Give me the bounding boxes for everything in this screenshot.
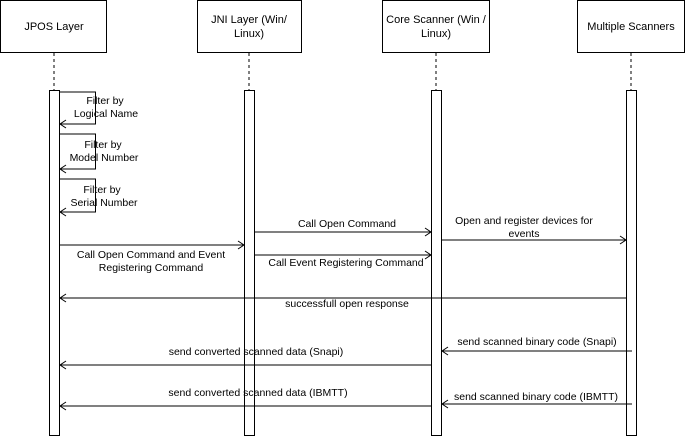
- self-message-label-line-2: Logical Name: [74, 108, 138, 120]
- activation-bar-core: [431, 90, 442, 436]
- arrowhead-icon: [237, 240, 245, 250]
- participant-box: [382, 0, 490, 53]
- message-label-line-1: Open and register devices for: [455, 215, 593, 227]
- message-label-line-1: send scanned binary code (IBMTT): [454, 391, 618, 403]
- message-successfull-open-response: successfull open response: [59, 293, 626, 310]
- arrowhead-icon: [441, 399, 449, 409]
- participant-jpos-layer: JPOS Layer: [0, 0, 107, 53]
- message-send-binary-snapi: send scanned binary code (Snapi): [441, 336, 632, 356]
- participant-multiple-scanners: Multiple Scanners: [577, 0, 685, 53]
- message-send-binary-ibmtt: send scanned binary code (IBMTT): [441, 391, 632, 409]
- self-message-label-line-2: Serial Number: [70, 197, 138, 209]
- participant-box: [577, 0, 685, 53]
- activation-bar-jpos: [49, 90, 60, 436]
- self-message-filter-logical-name: Filter by Logical Name: [59, 91, 138, 129]
- arrowhead-icon: [59, 119, 67, 129]
- arrowhead-icon: [59, 293, 67, 303]
- self-message-line: [59, 178, 96, 213]
- message-call-open-command: Call Open Command: [254, 218, 432, 237]
- self-message-line: [59, 133, 96, 170]
- participant-box: [0, 0, 107, 53]
- self-message-label-line-2: Model Number: [70, 152, 139, 164]
- arrowhead-icon: [619, 235, 627, 245]
- self-message-label-line-1: Filter by: [86, 95, 124, 107]
- message-label-line-1: Call Event Registering Command: [268, 257, 423, 269]
- message-label-line-1: send scanned binary code (Snapi): [457, 336, 616, 348]
- message-call-open-and-register: Call Open Command and Event Registering …: [59, 240, 245, 274]
- message-label-line-2: Registering Command: [99, 262, 204, 274]
- message-send-converted-ibmtt: send converted scanned data (IBMTT): [59, 387, 431, 411]
- participant-label-line-1: JPOS Layer: [24, 21, 84, 33]
- participant-box: [197, 0, 302, 53]
- participant-label-line-2: Linux): [421, 28, 451, 40]
- arrowhead-icon: [59, 207, 67, 217]
- arrowhead-icon: [59, 164, 67, 174]
- activation-bar-multi: [626, 90, 637, 436]
- self-message-filter-serial-number: Filter by Serial Number: [59, 178, 138, 217]
- message-label-line-1: send converted scanned data (Snapi): [169, 346, 344, 358]
- arrowhead-icon: [424, 250, 432, 260]
- participant-jni-layer: JNI Layer (Win/ Linux): [197, 0, 302, 53]
- message-label-line-1: Call Open Command and Event: [77, 249, 225, 261]
- participant-label-line-1: Core Scanner (Win /: [386, 14, 487, 26]
- arrowhead-icon: [441, 346, 449, 356]
- message-call-event-registering: Call Event Registering Command: [254, 250, 432, 269]
- self-message-line: [59, 91, 96, 125]
- activation-bar-jni: [244, 90, 255, 436]
- self-message-label-line-1: Filter by: [83, 184, 121, 196]
- message-open-register-devices: Open and register devices for events: [441, 215, 627, 245]
- message-label-line-2: events: [509, 228, 540, 240]
- participant-label-line-2: Linux): [234, 28, 264, 40]
- arrowhead-icon: [59, 360, 67, 370]
- message-label-line-1: send converted scanned data (IBMTT): [168, 387, 347, 399]
- participant-label-line-1: Multiple Scanners: [587, 21, 675, 33]
- participant-label-line-1: JNI Layer (Win/: [211, 14, 288, 26]
- participant-core-scanner: Core Scanner (Win / Linux): [382, 0, 490, 53]
- self-message-filter-model-number: Filter by Model Number: [59, 133, 139, 174]
- self-message-label-line-1: Filter by: [84, 139, 122, 151]
- arrowhead-icon: [59, 401, 67, 411]
- message-send-converted-snapi: send converted scanned data (Snapi): [59, 346, 431, 370]
- arrowhead-icon: [424, 227, 432, 237]
- message-label-line-1: successfull open response: [285, 298, 409, 310]
- message-label-line-1: Call Open Command: [298, 218, 396, 230]
